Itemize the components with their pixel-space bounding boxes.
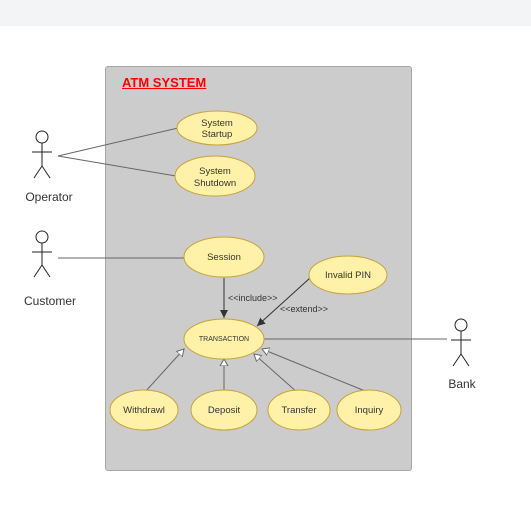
operator-label: Operator — [25, 190, 72, 204]
usecase-system-startup[interactable]: System Startup — [176, 110, 258, 146]
shutdown-line1: System — [199, 166, 231, 177]
gen-withdrawl — [144, 349, 184, 393]
system-title: ATM SYSTEM — [122, 75, 207, 90]
inquiry-label: Inquiry — [355, 405, 384, 416]
usecase-withdrawl[interactable]: Withdrawl — [109, 389, 179, 431]
transfer-label: Transfer — [281, 405, 316, 416]
bank-head-icon — [454, 318, 468, 332]
shutdown-line2: Shutdown — [194, 178, 236, 189]
usecase-transfer[interactable]: Transfer — [267, 389, 331, 431]
withdrawl-label: Withdrawl — [123, 405, 165, 416]
gen-inquiry — [262, 349, 371, 394]
startup-line1: System — [201, 118, 233, 129]
startup-line2: Startup — [202, 129, 233, 140]
deposit-label: Deposit — [208, 405, 241, 416]
customer-label: Customer — [24, 294, 76, 308]
invalid-pin-label: Invalid PIN — [325, 270, 371, 281]
include-label: <<include>> — [228, 293, 278, 303]
actor-bank[interactable] — [451, 318, 471, 367]
extend-label: <<extend>> — [280, 304, 328, 314]
assoc-operator-startup — [57, 127, 179, 157]
assoc-operator-shutdown — [57, 155, 177, 177]
usecase-deposit[interactable]: Deposit — [190, 389, 258, 431]
actor-operator[interactable] — [32, 130, 52, 179]
gen-transfer — [254, 354, 299, 394]
usecase-inquiry[interactable]: Inquiry — [336, 389, 402, 431]
bank-label: Bank — [448, 377, 476, 391]
usecase-system-shutdown[interactable]: System Shutdown — [174, 155, 256, 197]
top-bar — [0, 0, 531, 26]
operator-head-icon — [35, 130, 49, 144]
transaction-label: TRANSACTION — [199, 336, 249, 343]
session-label: Session — [207, 252, 241, 263]
usecase-invalid-pin[interactable]: Invalid PIN — [308, 255, 388, 295]
extend-arrow — [256, 277, 311, 327]
usecase-transaction[interactable]: TRANSACTION — [183, 318, 265, 360]
actor-customer[interactable] — [32, 230, 52, 278]
customer-head-icon — [35, 230, 49, 244]
usecase-session[interactable]: Session — [183, 236, 265, 278]
